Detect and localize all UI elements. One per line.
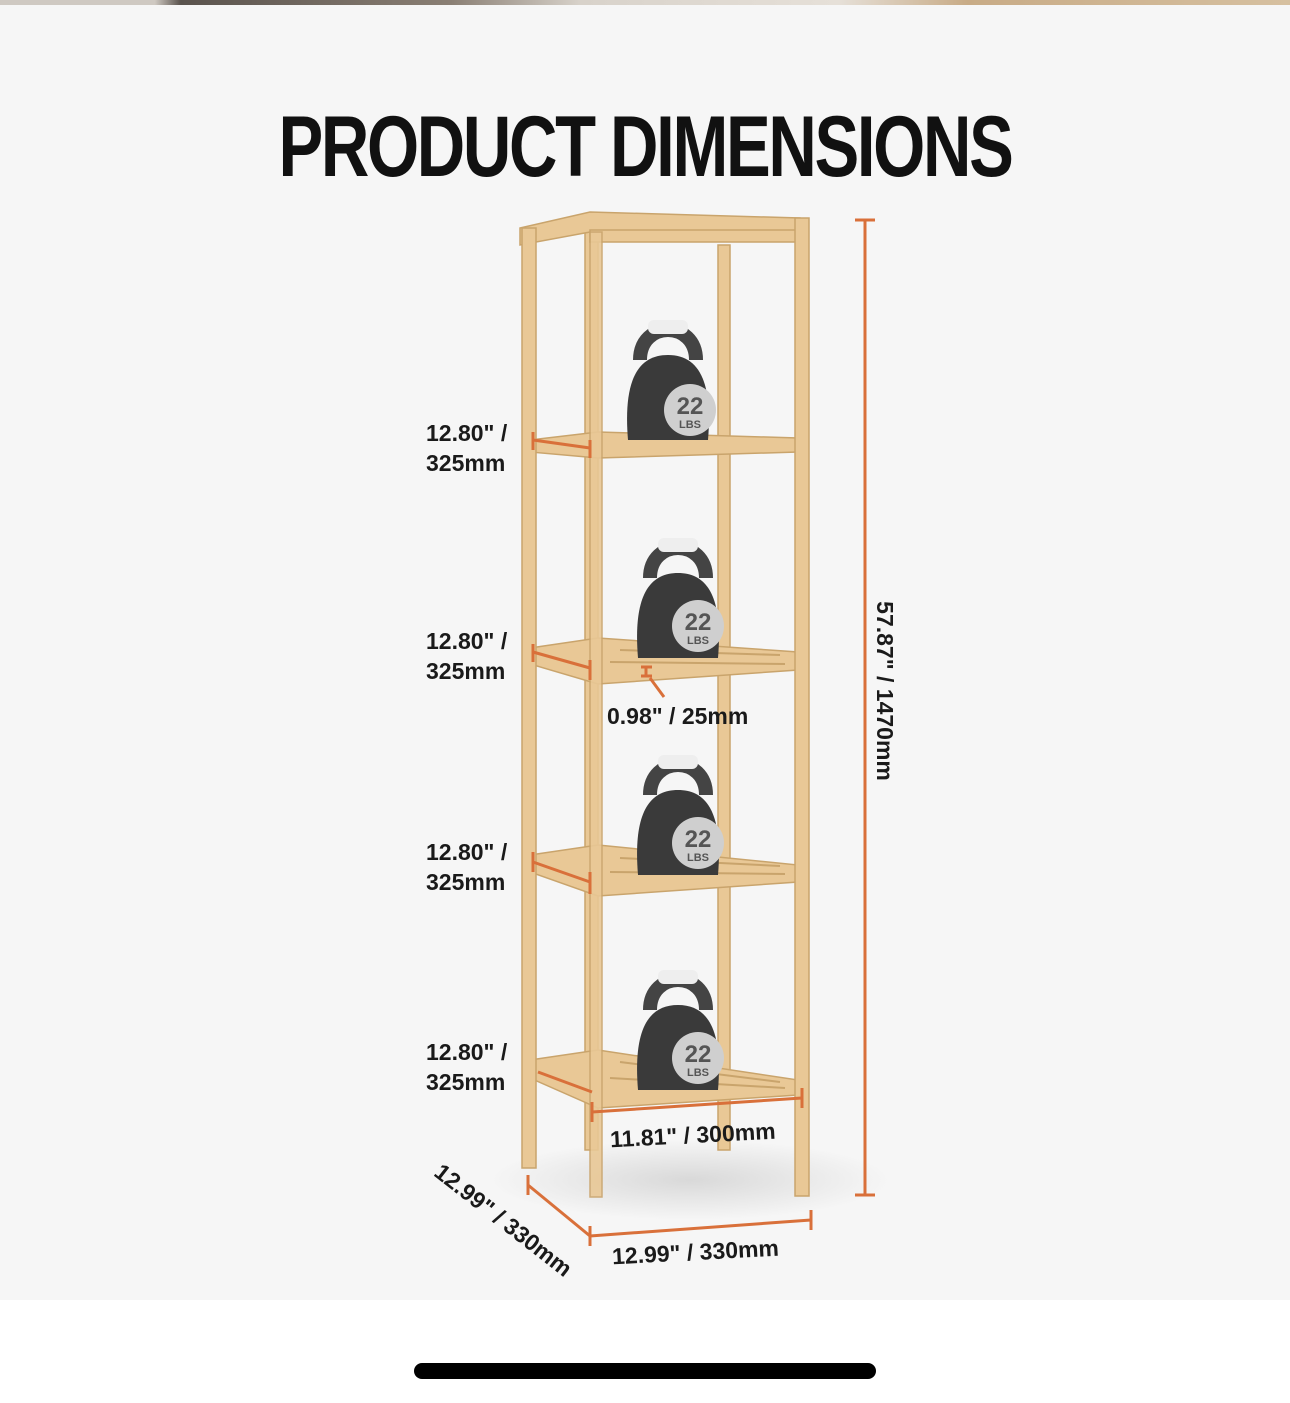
kettlebell-weight: 22 xyxy=(685,826,712,853)
dimension-lines xyxy=(526,218,875,1246)
total-height-label: 57.87" / 1470mm xyxy=(871,601,898,781)
shelf-gap-label-2: 12.80" / 325mm xyxy=(426,626,507,686)
kettlebell-unit: LBS xyxy=(687,635,709,647)
dim-mm: 325mm xyxy=(426,869,506,895)
shelf-gap-label-3: 12.80" / 325mm xyxy=(426,837,507,897)
kettlebell-unit: LBS xyxy=(687,852,709,864)
floor-shadow xyxy=(490,1140,890,1220)
dim-inches: 12.80" / xyxy=(426,839,508,865)
page-title: PRODUCT DIMENSIONS xyxy=(278,99,1013,195)
dim-mm: 325mm xyxy=(426,1069,506,1095)
kettlebell-weight: 22 xyxy=(677,393,704,420)
kettlebell-weight: 22 xyxy=(685,1041,712,1068)
shelf-gap-label-1: 12.80" / 325mm xyxy=(426,418,507,478)
kettlebell-unit: LBS xyxy=(687,1067,709,1079)
shelf-gap-label-4: 12.80" / 325mm xyxy=(426,1037,507,1097)
previous-image-edge xyxy=(0,0,1290,5)
dim-inches: 12.80" / xyxy=(426,420,508,446)
shelf-thickness-label: 0.98" / 25mm xyxy=(607,703,749,729)
dim-inches: 12.80" / xyxy=(426,628,508,654)
kettlebell-unit: LBS xyxy=(679,419,701,431)
home-indicator[interactable] xyxy=(414,1363,876,1379)
dim-inches: 12.80" / xyxy=(426,1039,508,1065)
dim-mm: 325mm xyxy=(426,658,506,684)
kettlebell-weight: 22 xyxy=(685,609,712,636)
dim-mm: 325mm xyxy=(426,450,506,476)
